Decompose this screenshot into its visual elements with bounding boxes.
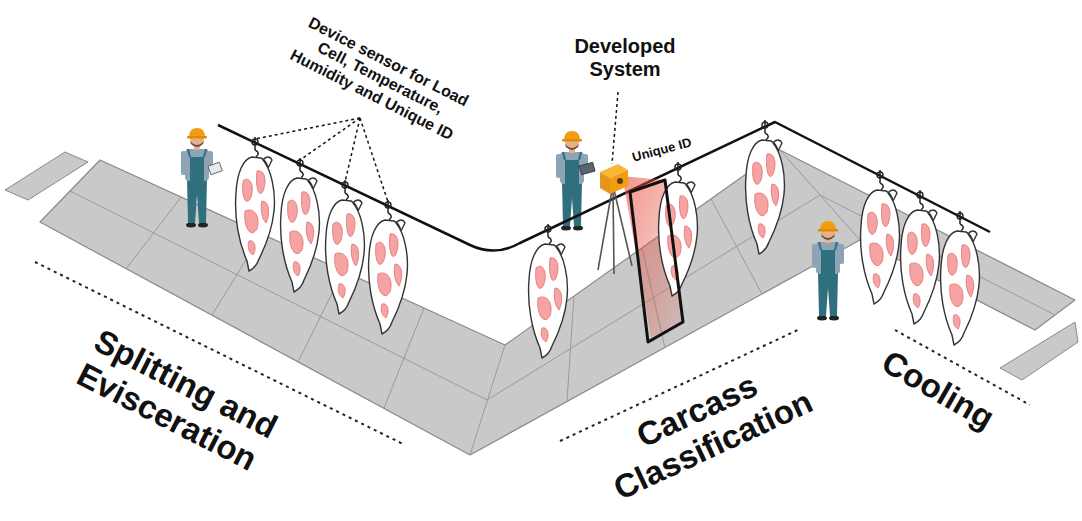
system-callout: Developed System — [555, 35, 695, 81]
section-label: Carcass Classification — [562, 334, 848, 521]
scan-frame — [630, 180, 683, 342]
worker-figure — [181, 128, 844, 321]
carcass-figure — [236, 120, 980, 358]
section-label: Splitting and Evisceration — [71, 322, 319, 499]
scanner-device — [598, 164, 632, 274]
sensor-callout: Device sensor for Load Cell, Temperature… — [278, 8, 481, 148]
section-label: Cooling — [864, 336, 1013, 444]
id-callout: Unique ID — [621, 132, 702, 167]
